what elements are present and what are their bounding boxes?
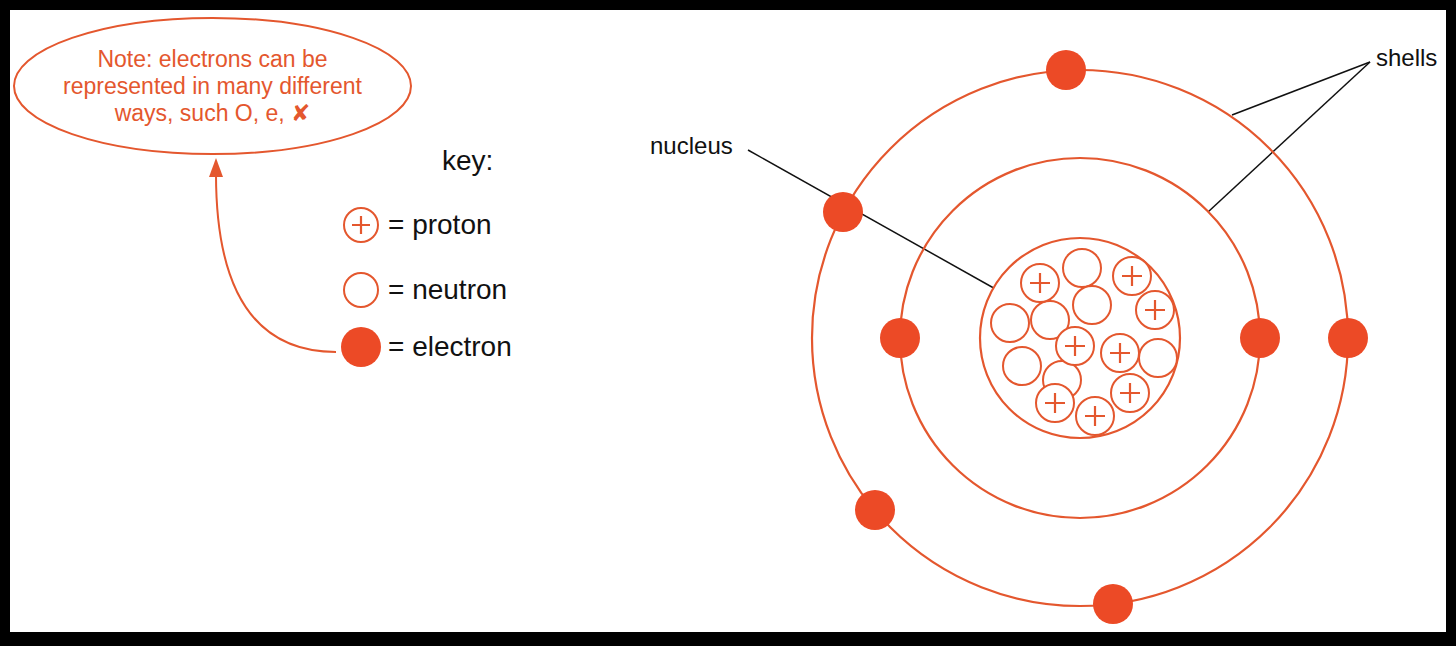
arrow-head	[209, 158, 223, 177]
leader-line	[1208, 62, 1370, 212]
electron-symbol	[341, 327, 381, 367]
leader-line	[748, 150, 1015, 300]
callout-oval: Note: electrons can be represented in ma…	[12, 16, 413, 156]
legend-text-holder: = proton	[388, 209, 492, 241]
legend-text-holder: = neutron	[388, 274, 507, 306]
nucleus-outline	[980, 238, 1180, 438]
part-label: shells	[1376, 44, 1437, 71]
callout-note: Note: electrons can be represented in ma…	[45, 46, 381, 127]
callout-arrow	[216, 174, 336, 352]
leader-line	[1232, 62, 1370, 115]
legend-text: = electron	[388, 331, 512, 362]
outer-shell	[812, 70, 1348, 606]
part-label: nucleus	[650, 132, 733, 159]
neutron-symbol	[344, 273, 378, 307]
part-label-holder: shells	[1376, 44, 1437, 72]
neutron-group	[991, 249, 1177, 399]
proton-symbol	[344, 208, 378, 242]
electron-group	[823, 50, 1368, 624]
key-heading-holder: key:	[442, 145, 493, 177]
part-label-holder: nucleus	[650, 132, 733, 160]
proton-group	[1021, 257, 1174, 435]
legend-text: = neutron	[388, 274, 507, 305]
callout-text-box: Note: electrons can be represented in ma…	[12, 16, 413, 156]
inner-shell	[900, 158, 1260, 518]
key-heading: key:	[442, 145, 493, 176]
legend-text: = proton	[388, 209, 492, 240]
legend-text-holder: = electron	[388, 331, 512, 363]
